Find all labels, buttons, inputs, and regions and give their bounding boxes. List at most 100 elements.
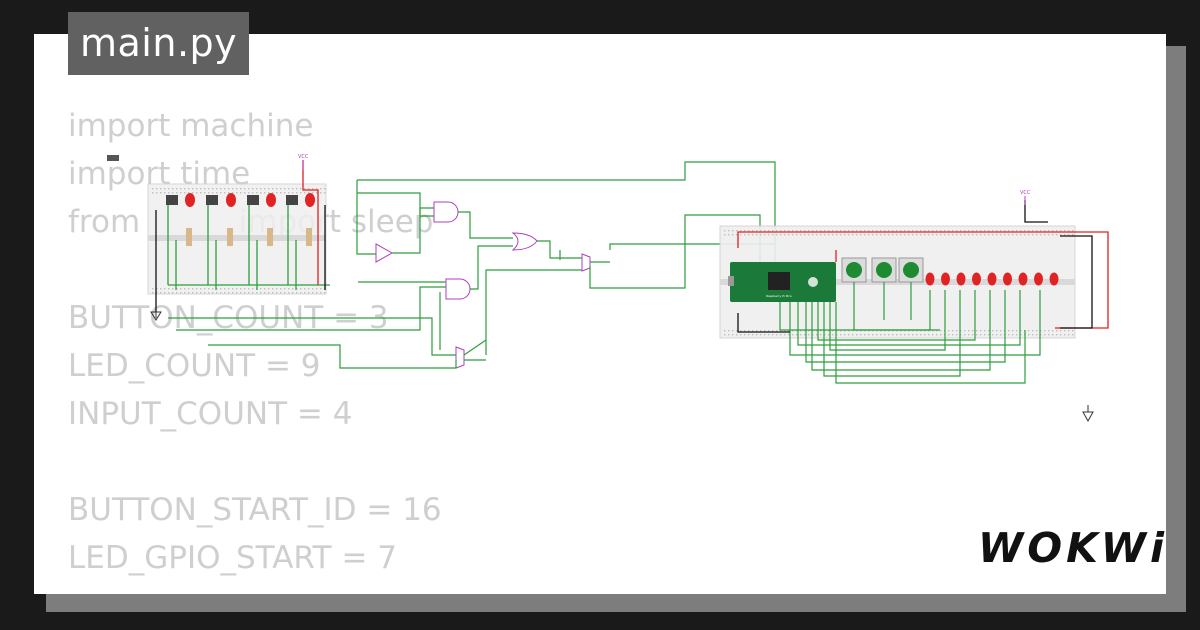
breadboard-hole	[860, 234, 862, 236]
breadboard-hole	[904, 330, 906, 332]
breadboard-hole	[304, 192, 306, 194]
breadboard-hole	[892, 330, 894, 332]
breadboard-hole	[960, 230, 962, 232]
breadboard-hole	[1044, 230, 1046, 232]
pico-board: Raspberry Pi Pico	[728, 262, 836, 302]
breadboard-hole	[828, 234, 830, 236]
breadboard-hole	[1004, 230, 1006, 232]
breadboard-hole	[868, 230, 870, 232]
breadboard-hole	[324, 292, 326, 294]
breadboard-hole	[788, 234, 790, 236]
breadboard-hole	[876, 230, 878, 232]
breadboard-hole	[872, 330, 874, 332]
breadboard-hole	[184, 188, 186, 190]
breadboard-hole	[1060, 230, 1062, 232]
breadboard-hole	[160, 188, 162, 190]
led-icon	[941, 272, 950, 286]
breadboard-hole	[836, 234, 838, 236]
breadboard-hole	[1012, 330, 1014, 332]
led-icon	[925, 272, 935, 286]
breadboard-hole	[752, 334, 754, 336]
breadboard-hole	[180, 288, 182, 290]
breadboard-hole	[928, 234, 930, 236]
breadboard-hole	[916, 234, 918, 236]
breadboard-hole	[816, 330, 818, 332]
breadboard-hole	[312, 292, 314, 294]
breadboard-hole	[972, 230, 974, 232]
breadboard-hole	[964, 334, 966, 336]
breadboard-hole	[1040, 330, 1042, 332]
breadboard-hole	[960, 330, 962, 332]
breadboard-hole	[1032, 330, 1034, 332]
breadboard-hole	[808, 334, 810, 336]
breadboard-hole	[1028, 230, 1030, 232]
breadboard-hole	[740, 334, 742, 336]
breadboard-hole	[852, 234, 854, 236]
breadboard-hole	[852, 334, 854, 336]
breadboard-hole	[728, 334, 730, 336]
breadboard-hole	[300, 288, 302, 290]
logic-gates	[375, 201, 591, 369]
breadboard-hole	[852, 330, 854, 332]
breadboard-hole	[848, 330, 850, 332]
breadboard-hole	[212, 288, 214, 290]
breadboard-hole	[744, 230, 746, 232]
breadboard-hole	[856, 234, 858, 236]
breadboard-hole	[1000, 330, 1002, 332]
breadboard-hole	[808, 230, 810, 232]
breadboard-hole	[1052, 330, 1054, 332]
breadboard-hole	[908, 234, 910, 236]
breadboard-hole	[1012, 234, 1014, 236]
breadboard-hole	[896, 334, 898, 336]
breadboard-hole	[312, 188, 314, 190]
breadboard-hole	[912, 330, 914, 332]
breadboard-hole	[828, 334, 830, 336]
led-row	[925, 272, 1059, 286]
breadboard-hole	[296, 292, 298, 294]
file-tab: main.py	[68, 12, 250, 75]
breadboard-hole	[200, 192, 202, 194]
breadboard-hole	[1068, 330, 1070, 332]
breadboard-hole	[248, 192, 250, 194]
breadboard-hole	[232, 292, 234, 294]
breadboard-hole	[296, 188, 298, 190]
breadboard-hole	[308, 188, 310, 190]
breadboard-hole	[1016, 330, 1018, 332]
breadboard-hole	[276, 292, 278, 294]
and-gate	[433, 201, 459, 223]
breadboard-hole	[828, 330, 830, 332]
breadboard-hole	[164, 192, 166, 194]
vcc-icon: VCC	[298, 154, 309, 170]
breadboard-hole	[984, 234, 986, 236]
breadboard-hole	[168, 292, 170, 294]
breadboard-hole	[872, 230, 874, 232]
left-components	[166, 193, 315, 246]
breadboard-hole	[268, 292, 270, 294]
breadboard-hole	[732, 230, 734, 232]
breadboard-hole	[904, 234, 906, 236]
breadboard-hole	[792, 230, 794, 232]
breadboard-hole	[988, 334, 990, 336]
breadboard-hole	[896, 330, 898, 332]
breadboard-hole	[740, 230, 742, 232]
breadboard-hole	[796, 230, 798, 232]
not-gate	[375, 243, 394, 263]
breadboard-hole	[288, 288, 290, 290]
breadboard-hole	[984, 330, 986, 332]
breadboard-hole	[188, 192, 190, 194]
breadboard-hole	[880, 230, 882, 232]
breadboard-hole	[928, 230, 930, 232]
breadboard-hole	[204, 192, 206, 194]
breadboard-hole	[764, 230, 766, 232]
breadboard-hole	[1024, 230, 1026, 232]
breadboard-hole	[316, 288, 318, 290]
breadboard-hole	[1008, 230, 1010, 232]
breadboard-hole	[1056, 230, 1058, 232]
breadboard-hole	[184, 192, 186, 194]
breadboard-hole	[272, 192, 274, 194]
breadboard-hole	[760, 234, 762, 236]
breadboard-hole	[228, 288, 230, 290]
breadboard-hole	[232, 288, 234, 290]
breadboard-hole	[964, 330, 966, 332]
breadboard-hole	[724, 334, 726, 336]
